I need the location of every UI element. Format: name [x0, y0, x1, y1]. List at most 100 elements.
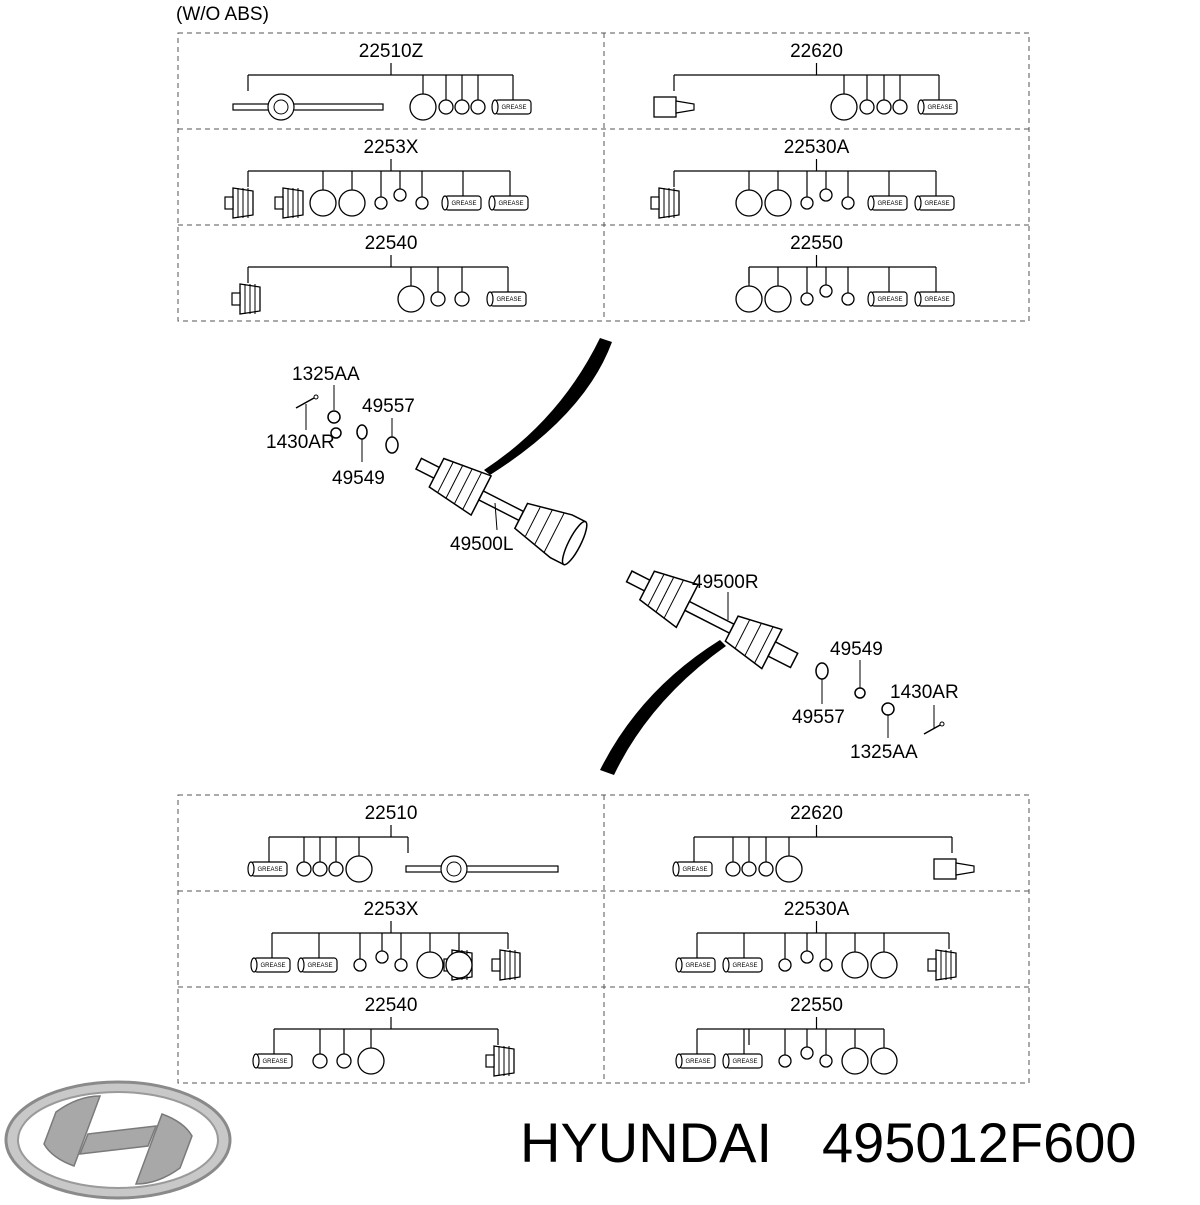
right-callout-washer: 49557	[792, 707, 845, 728]
kit-ring	[309, 189, 337, 217]
kit-grease-tube: GREASE	[488, 195, 529, 211]
kit-ring	[876, 99, 892, 115]
right-cotter-pin	[923, 705, 945, 735]
kit-ring	[296, 861, 312, 877]
kit-ring	[800, 292, 814, 306]
kit-code: 22530A	[784, 137, 850, 158]
kit-ring	[397, 285, 425, 313]
grease-label: GREASE	[260, 963, 285, 969]
kit-ring	[353, 958, 367, 972]
kit-ring	[470, 99, 486, 115]
grease-label: GREASE	[496, 297, 521, 303]
left-drive-shaft	[414, 457, 588, 566]
kit-grease-tube: GREASE	[252, 1053, 293, 1069]
kit-boot	[650, 187, 680, 219]
right-hub-nut	[881, 702, 895, 738]
kit-ring	[819, 958, 833, 972]
kit-code: 22510Z	[359, 41, 424, 62]
kit-ring	[375, 950, 389, 964]
kit-ring	[870, 1047, 898, 1075]
kit-ring	[393, 188, 407, 202]
kit-ring	[741, 861, 757, 877]
right-callout-seal: 49549	[830, 639, 883, 660]
kit-ring	[764, 189, 792, 217]
grease-label: GREASE	[262, 1059, 287, 1065]
grease-label: GREASE	[498, 201, 523, 207]
kit-ring	[735, 285, 763, 313]
kit-boot	[224, 187, 254, 219]
kit-grease-tube: GREASE	[672, 861, 713, 877]
grease-label: GREASE	[924, 297, 949, 303]
right-drive-shaft	[625, 570, 799, 670]
grease-label: GREASE	[927, 105, 952, 111]
left-callout-shaft: 49500L	[450, 534, 513, 555]
kit-cell-22510z: 22510Z GREASE	[232, 41, 532, 121]
grease-label: GREASE	[501, 105, 526, 111]
kit-boot	[927, 949, 957, 981]
grease-label: GREASE	[451, 201, 476, 207]
kit-grease-tube: GREASE	[917, 99, 958, 115]
kit-ring	[735, 189, 763, 217]
kit-ring	[841, 951, 869, 979]
kit-ring	[764, 285, 792, 313]
left-washer	[385, 418, 399, 454]
kit-ring	[416, 951, 444, 979]
caption-part-number: 495012F600	[822, 1111, 1137, 1174]
kit-shaft	[232, 93, 384, 121]
kit-ring	[892, 99, 908, 115]
grease-label: GREASE	[732, 963, 757, 969]
kit-ring	[830, 93, 858, 121]
kit-ring	[800, 1046, 814, 1060]
kit-ring	[800, 196, 814, 210]
left-callout-pin: 1430AR	[266, 432, 335, 453]
kit-ring	[430, 291, 446, 307]
grease-label: GREASE	[307, 963, 332, 969]
kit-ring	[841, 196, 855, 210]
right-callout-shaft: 49500R	[692, 572, 759, 593]
kit-code: 22620	[790, 41, 843, 62]
kit-grease-tube: GREASE	[722, 1053, 763, 1069]
kit-code: 22620	[790, 803, 843, 824]
kit-ring	[328, 861, 344, 877]
kit-ring	[336, 1053, 352, 1069]
kit-grease-tube: GREASE	[441, 195, 482, 211]
kit-ring	[725, 861, 741, 877]
kit-code: 22540	[365, 233, 418, 254]
grease-label: GREASE	[732, 1059, 757, 1065]
kit-ring	[819, 1054, 833, 1068]
grease-label: GREASE	[257, 867, 282, 873]
left-cotter-pin	[295, 394, 319, 409]
left-hub-nut	[327, 385, 341, 424]
left-seal	[330, 424, 368, 462]
kit-code: 22550	[790, 233, 843, 254]
kit-ring	[312, 1053, 328, 1069]
kit-ring	[775, 855, 803, 883]
right-pointer-arrow	[600, 640, 726, 775]
kit-grease-tube: GREASE	[250, 957, 291, 973]
kit-ring	[345, 855, 373, 883]
kit-ring	[338, 189, 366, 217]
kit-ring	[357, 1047, 385, 1075]
kit-code: 22530A	[784, 899, 850, 920]
kit-ring	[800, 950, 814, 964]
left-callout-washer: 49557	[362, 396, 415, 417]
right-seal	[854, 660, 866, 699]
kit-joint	[933, 858, 975, 880]
kit-boot	[485, 1045, 515, 1077]
left-pointer-arrow	[484, 338, 612, 475]
left-callout-nut: 1325AA	[292, 364, 360, 385]
hyundai-logo	[4, 1080, 232, 1200]
kit-ring	[758, 861, 774, 877]
kit-ring	[374, 196, 388, 210]
kit-ring	[819, 188, 833, 202]
